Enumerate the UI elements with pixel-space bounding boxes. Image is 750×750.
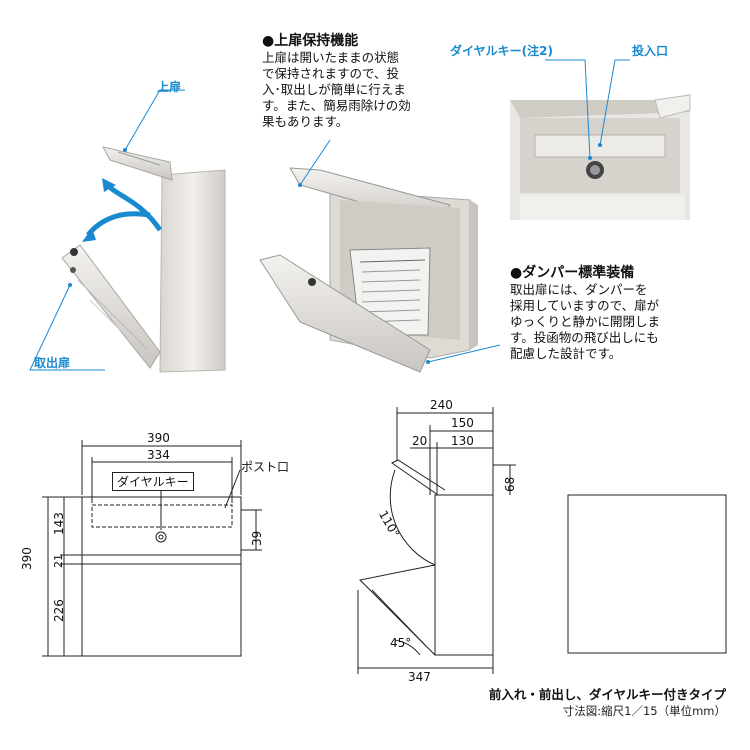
front-view-drawing [42,440,262,657]
front-dial-key-label: ダイヤルキー [112,472,194,491]
side-angle-lower: 45° [390,636,412,650]
feature-damper-body: 取出扉には、ダンパーを 採用していますので、扉が ゆっくりと静かに開閉しま す。… [510,282,661,361]
upper-door-label: 上扉 [157,80,182,94]
side-depth-top: 240 [430,398,453,412]
upper-hold-leader [299,139,331,186]
side-depth-20: 20 [412,434,428,448]
upper-door-leader [124,89,185,151]
feature-upper-body: 上扉は開いたままの状態 で保持されますので、投 入･取出しが簡単に行えま す。ま… [262,50,411,129]
left-mailbox-illustration [61,146,226,373]
side-view-drawing [357,407,516,674]
slot-leader [599,59,630,146]
feature-damper-title: ●ダンパー標準装備 [510,265,635,281]
front-height-gap: 21 [52,554,65,568]
damper-leader [427,344,501,363]
middle-mailbox-illustration [259,167,478,373]
feature-damper: ●ダンパー標準装備 取出扉には、ダンパーを 採用していますので、扉が ゆっくりと… [510,262,660,362]
feature-upper-hold: ●上扉保持機能 上扉は開いたままの状態 で保持されますので、投 入･取出しが簡単… [262,30,411,130]
front-height-upper: 143 [52,512,66,535]
front-post-slot-label: ポスト口 [241,460,290,474]
rear-view-drawing [567,494,727,654]
front-width-total: 390 [147,431,170,445]
takeout-door-label: 取出扉 [34,356,71,370]
front-height-total: 390 [20,547,34,570]
takeout-door-leader [29,284,105,371]
front-width-inner: 334 [147,448,170,462]
side-depth-130: 130 [451,434,474,448]
feature-upper-title: ●上扉保持機能 [262,33,359,49]
front-slot-height: 39 [250,530,264,546]
side-depth-150: 150 [451,416,474,430]
dial-key-photo-label: ダイヤルキー(注2) [450,44,553,58]
front-height-lower: 226 [52,599,66,622]
caption-scale: 寸法図:縮尺1／15（単位mm） [562,704,726,718]
caption-type: 前入れ・前出し、ダイヤルキー付きタイプ [488,687,726,702]
side-height-68: 68 [503,476,517,492]
closeup-photo [510,94,691,220]
insertion-slot-label: 投入口 [632,44,669,58]
dial-key-leader [545,59,591,159]
side-depth-bottom: 347 [408,670,431,684]
